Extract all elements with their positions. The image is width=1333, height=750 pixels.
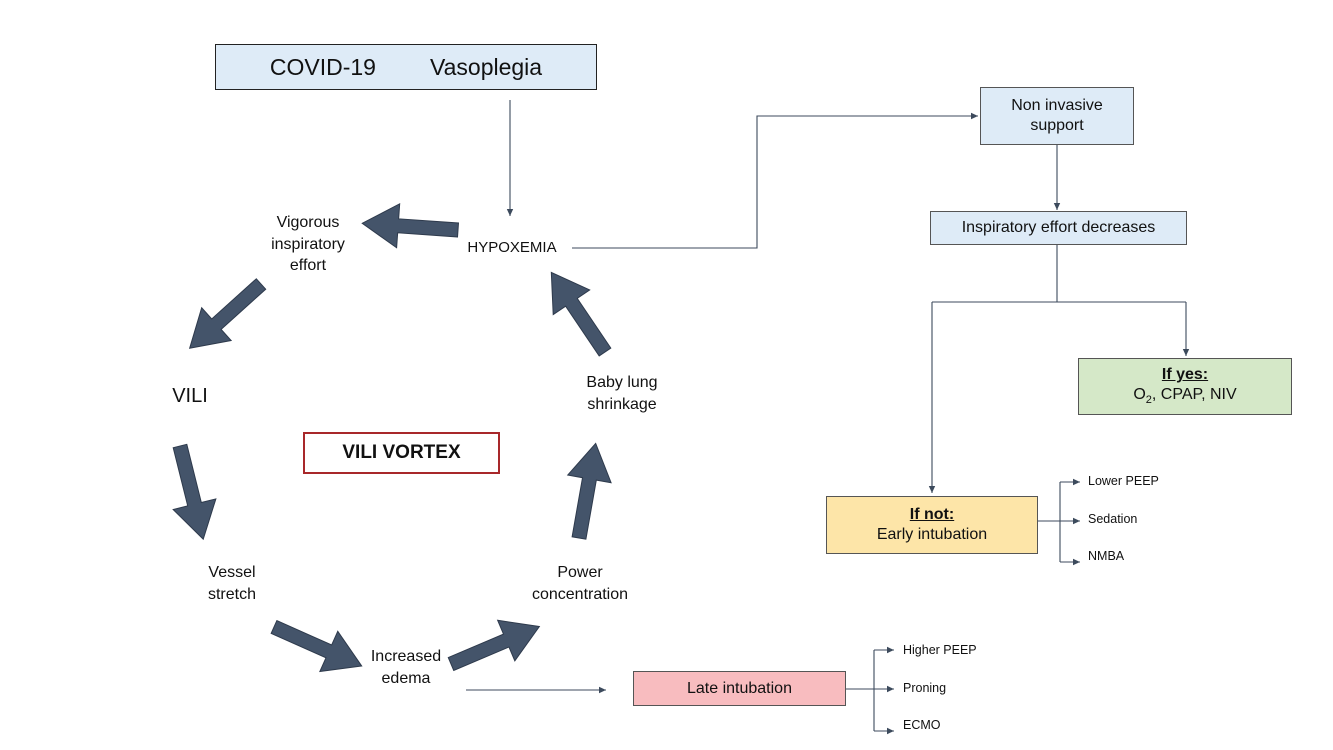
vortex-arrow-vessel-to-edema	[270, 619, 363, 673]
baby-lung-shrinkage-label: Baby lung shrinkage	[586, 374, 658, 413]
vili-vortex-box: VILI VORTEX	[303, 432, 500, 474]
vortex-arrow-hypoxemia-to-vigorous	[361, 203, 460, 249]
noninvasive-support-box: Non invasive support	[980, 87, 1134, 145]
vigorous-effort-label: Vigorous inspiratory effort	[271, 214, 345, 275]
arrow-hypoxemia-to-noninvasive	[572, 112, 978, 249]
vortex-arrow-vigorous-to-vili	[188, 278, 267, 349]
if-yes-box: If yes: O2, CPAP, NIV	[1078, 358, 1292, 415]
vortex-arrow-vili-to-vessel	[172, 443, 217, 541]
if-yes-body: O2, CPAP, NIV	[1133, 386, 1237, 407]
early-option-nmba: NMBA	[1088, 549, 1125, 563]
early-option-lower-peep: Lower PEEP	[1088, 474, 1159, 488]
effort-decreases-box: Inspiratory effort decreases	[930, 211, 1187, 245]
if-yes-title: If yes:	[1161, 366, 1209, 384]
power-concentration-label: Power concentration	[531, 564, 629, 603]
vili-vortex-label: VILI VORTEX	[342, 442, 461, 464]
if-not-box: If not: Early intubation	[826, 496, 1038, 554]
covid-vasoplegia-box: COVID-19 Vasoplegia	[215, 44, 597, 90]
hypoxemia-label: HYPOXEMIA	[467, 239, 557, 256]
early-option-sedation: Sedation	[1088, 512, 1138, 526]
late-option-ecmo: ECMO	[903, 718, 941, 732]
vili-label: VILI	[172, 385, 208, 407]
if-not-title: If not:	[909, 506, 955, 523]
increased-edema-label: Increased edema	[370, 648, 442, 687]
vortex-arrow-babylung-to-hypoxemia	[550, 271, 612, 357]
if-not-body: Early intubation	[876, 526, 988, 543]
vortex-arrow-power-to-babylung	[566, 442, 612, 540]
vasoplegia-label: Vasoplegia	[429, 53, 543, 80]
vortex-arrow-edema-to-power	[447, 619, 541, 672]
late-intubation-box: Late intubation	[633, 671, 846, 706]
covid-label: COVID-19	[269, 53, 376, 80]
late-option-higher-peep: Higher PEEP	[903, 643, 977, 657]
late-option-proning: Proning	[903, 681, 947, 695]
vessel-stretch-label: Vessel stretch	[207, 564, 256, 603]
